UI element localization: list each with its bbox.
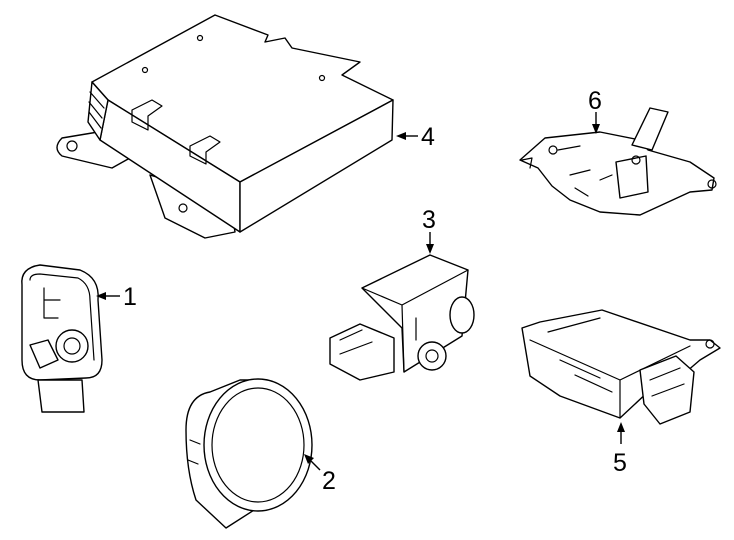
callout-3: 3: [422, 206, 436, 254]
callout-6: 6: [588, 87, 602, 134]
arrowhead-4: [396, 132, 406, 140]
callout-label-1: 1: [123, 283, 137, 311]
arrowhead-6: [592, 124, 600, 134]
callout-label-2: 2: [322, 467, 336, 495]
callout-label-5: 5: [613, 449, 627, 477]
part-4-control-module: [56, 14, 394, 239]
part-3-sensor: [329, 254, 475, 381]
callout-label-3: 3: [422, 206, 436, 234]
callout-2: 2: [304, 454, 336, 495]
callout-1: 1: [96, 283, 137, 311]
callout-label-4: 4: [421, 123, 435, 151]
callout-5: 5: [613, 422, 627, 477]
arrowhead-3: [426, 244, 434, 254]
arrowhead-5: [617, 422, 625, 432]
leader-line-2: [309, 459, 321, 471]
arrowhead-2: [304, 454, 314, 464]
callout-label-6: 6: [588, 87, 602, 115]
arrowhead-1: [96, 292, 106, 300]
part-2-round-sensor: [185, 378, 313, 529]
part-5-module: [521, 309, 721, 425]
part-6-bracket: [519, 107, 717, 216]
part-1-sensor: [21, 264, 103, 413]
callout-4: 4: [396, 123, 435, 151]
